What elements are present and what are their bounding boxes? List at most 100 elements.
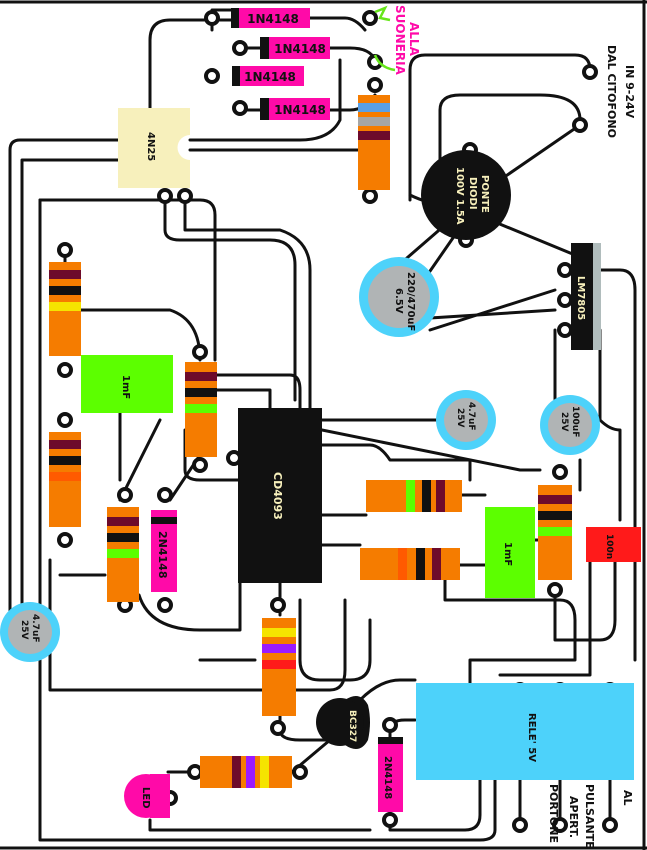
resistor-band	[49, 302, 81, 311]
diode-mid-label: 2N4148	[156, 531, 169, 578]
input-label-line1: IN 9-24V	[623, 65, 636, 119]
bridge-label-line2: DIODI	[467, 177, 478, 210]
resistor-band	[49, 440, 81, 449]
resistor-band	[422, 480, 431, 512]
solder-pad	[362, 188, 378, 204]
solder-pad	[270, 597, 286, 613]
resistor-band	[262, 644, 296, 653]
cap-47-top-label-line2: 25V	[455, 408, 465, 428]
resistor-band	[538, 495, 572, 504]
resistor-band	[436, 480, 445, 512]
cap-47-top-label-line1: 4.7uF	[466, 402, 476, 431]
solder-pad	[572, 117, 588, 133]
diode-bottom-label: 2N4148	[382, 756, 393, 799]
solder-pad	[582, 64, 598, 80]
ic-label: CD4093	[271, 472, 284, 520]
solder-pad	[270, 720, 286, 736]
electrolytic-capacitor-4.7uf-left: 4.7uF 25V	[0, 602, 60, 662]
solder-pad	[57, 242, 73, 258]
ic-cd4093: CD4093	[238, 408, 322, 583]
resistor-band	[262, 660, 296, 669]
copper-traces	[8, 8, 637, 842]
diode-label: 1N4148	[247, 12, 299, 26]
ceramic-capacitor-100n: 100n	[586, 527, 641, 562]
solder-pad	[552, 817, 568, 833]
resistor	[360, 548, 460, 580]
bell-label-line1: ALLA	[407, 22, 421, 57]
solder-pad	[552, 464, 568, 480]
cap-47-left-label-line2: 25V	[19, 620, 29, 640]
resistor-band	[49, 472, 81, 481]
resistor-band	[107, 549, 139, 558]
resistor-band	[538, 527, 572, 536]
resistor	[358, 95, 390, 190]
optocoupler-label: 4N25	[145, 132, 156, 161]
cap-100-label-line2: 25V	[559, 412, 569, 432]
solder-pad	[512, 817, 528, 833]
solder-pad	[157, 188, 173, 204]
solder-pad	[232, 40, 248, 56]
resistor-band	[49, 456, 81, 465]
button-label-line1: AL	[621, 790, 634, 806]
resistor-band	[185, 372, 217, 381]
solder-pad	[292, 764, 308, 780]
solder-pad	[547, 582, 563, 598]
solder-pad	[177, 188, 193, 204]
cap-1mf-right-label: 1mF	[502, 542, 513, 566]
resistor-band	[185, 388, 217, 397]
resistor-band	[246, 756, 255, 788]
relay-5v: RELE' 5V	[416, 683, 634, 780]
resistor-band	[260, 756, 269, 788]
diode-1n4148-1: 1N4148	[231, 8, 310, 28]
cap-100-label-line1: 100uF	[570, 406, 580, 437]
input-label-line2: DAL CITOFONO	[605, 45, 618, 138]
diode-2n4148-bottom: 2N4148	[378, 737, 403, 812]
resistor-band	[49, 286, 81, 295]
resistor	[49, 432, 81, 527]
resistor	[49, 262, 81, 356]
button-label-line2: PULSANTE	[583, 784, 596, 849]
solder-pad	[117, 487, 133, 503]
resistor-band	[538, 511, 572, 520]
solder-pad	[157, 597, 173, 613]
solder-pad	[602, 817, 618, 833]
solder-pad	[382, 717, 398, 733]
resistor-band	[358, 131, 390, 140]
resistor-body	[360, 548, 460, 580]
solder-pad	[557, 322, 573, 338]
solder-pad	[192, 344, 208, 360]
electrolytic-capacitor-100uf: 100uF 25V	[540, 395, 600, 455]
solder-pad	[57, 532, 73, 548]
resistor-band	[432, 548, 441, 580]
resistor-band	[49, 270, 81, 279]
diode-1n4148-3: 1N4148	[232, 66, 304, 86]
bridge-rectifier: PONTE DIODI 100V 1.5A	[421, 150, 511, 240]
electrolytic-capacitor-220uf: 220/470uF 6.5V	[359, 257, 439, 337]
cap-1mf-left-label: 1mF	[120, 375, 131, 399]
resistor-band	[416, 548, 425, 580]
resistor-band	[406, 480, 415, 512]
led: LED	[124, 774, 170, 818]
jumper-wires	[373, 5, 396, 72]
solder-pad	[204, 68, 220, 84]
resistor	[366, 480, 462, 512]
electrolytic-capacitor-4.7uf-top: 4.7uF 25V	[436, 390, 496, 450]
diode-1n4148-2: 1N4148	[260, 37, 330, 59]
transistor-bc327: BC327	[316, 696, 370, 749]
solder-pad	[367, 77, 383, 93]
resistor	[200, 756, 292, 788]
resistor-band	[232, 756, 241, 788]
resistor-band	[358, 103, 390, 112]
resistor	[538, 485, 572, 580]
diode-label: 1N4148	[244, 70, 296, 84]
solder-pad	[557, 292, 573, 308]
diode-label: 1N4148	[274, 42, 326, 56]
resistor-band	[107, 533, 139, 542]
resistor-band	[358, 117, 390, 126]
solder-pad	[362, 10, 378, 26]
main-cap-label-line2: 6.5V	[393, 288, 404, 314]
solder-pad	[157, 487, 173, 503]
bridge-label-line3: 100V 1.5A	[454, 167, 465, 225]
resistor	[262, 618, 296, 716]
